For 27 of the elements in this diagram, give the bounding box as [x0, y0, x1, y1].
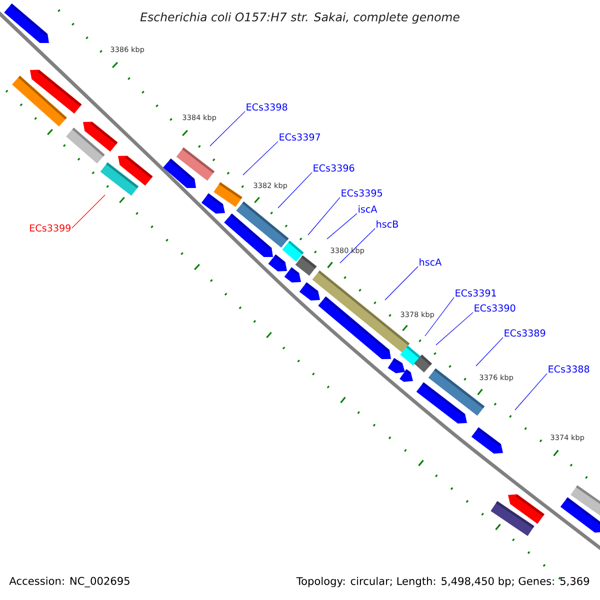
gene-label: hscB	[376, 220, 398, 228]
leader-line	[424, 297, 454, 336]
gene-label: ECs3389	[504, 329, 546, 337]
leader-line	[326, 213, 358, 240]
leader-line	[278, 172, 312, 208]
gene-label: ECs3390	[474, 304, 516, 312]
accession-text: Accession: NC_002695	[9, 576, 130, 588]
gene-label: ECs3395	[342, 189, 382, 197]
leader-line	[72, 194, 106, 228]
leader-line	[210, 111, 246, 146]
gene-label: ECs3397	[280, 133, 320, 141]
genome-info-text: Topology: circular; Length: 5,498,450 bp; Genes: 5,369	[296, 576, 590, 588]
leader-line	[476, 337, 504, 366]
leader-line	[384, 266, 418, 300]
gene-label: ECs3391	[456, 289, 496, 297]
gene-label: ECs3388	[548, 365, 590, 373]
gene-label: ECs3396	[314, 164, 354, 172]
gene-label: ECs3399	[30, 224, 71, 232]
gene-label: iscA	[358, 205, 378, 213]
leader-line	[242, 141, 278, 176]
leader-line	[436, 312, 474, 346]
leader-line	[514, 373, 548, 410]
leader-line	[340, 228, 376, 264]
title: Escherichia coli O157:H7 str. Sakai, complete genome	[140, 12, 460, 24]
leader-line	[308, 197, 340, 236]
gene-label: hscA	[420, 258, 442, 266]
gene-label: ECs3398	[246, 103, 288, 111]
